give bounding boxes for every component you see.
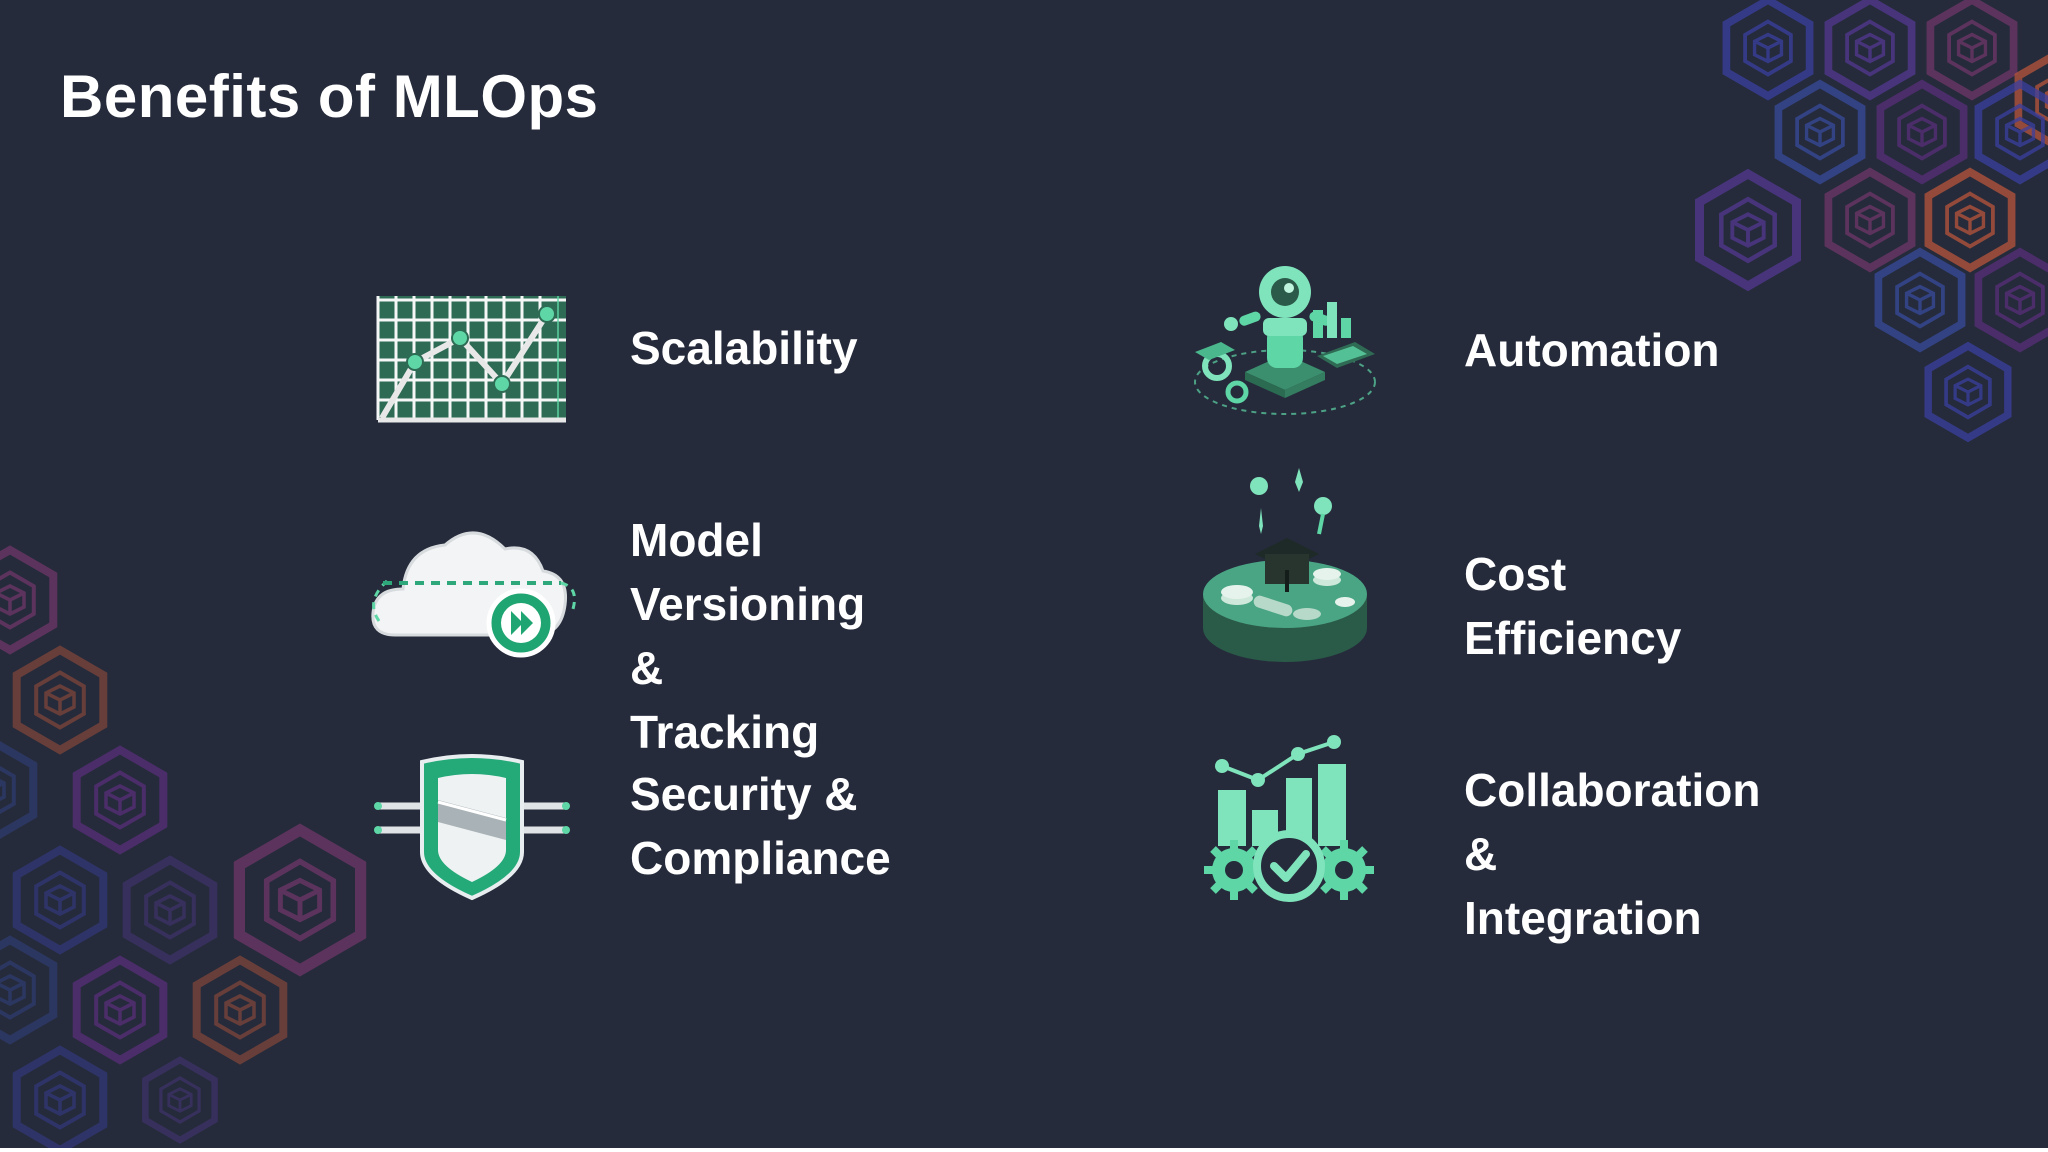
hexagon-decoration <box>1926 0 2018 101</box>
hexagon-decoration <box>1924 341 2012 443</box>
chart-gears-check-icon <box>1204 735 1374 902</box>
hexagon-decoration <box>72 955 168 1065</box>
bottom-border-strip <box>0 1148 2048 1152</box>
hexagon-decoration <box>192 955 288 1065</box>
hexagon-decoration <box>1774 79 1866 185</box>
benefit-label-collaboration: Collaboration & Integration <box>1464 764 1761 944</box>
benefit-label-security: Security & Compliance <box>630 768 891 884</box>
shield-icon <box>374 754 570 901</box>
hexagon-decoration <box>2014 54 2048 146</box>
hexagon-decoration <box>142 1056 218 1144</box>
hexagon-decoration <box>1876 79 1968 185</box>
line-chart-grid-icon <box>376 296 566 423</box>
hexagon-decoration <box>72 745 168 855</box>
hexagon-decoration <box>12 845 108 955</box>
hexagon-decoration <box>122 855 218 965</box>
hexagon-decoration <box>0 935 58 1045</box>
benefit-label-model-versioning: Model Versioning & Tracking <box>630 514 866 758</box>
benefit-label-automation: Automation <box>1464 324 1720 376</box>
hexagon-decoration <box>12 1045 108 1148</box>
hexagon-decoration <box>1824 167 1916 273</box>
hexagon-decoration <box>0 741 38 839</box>
robot-automation-icon <box>1194 266 1376 415</box>
hexagon-decoration <box>233 823 367 977</box>
benefit-label-scalability: Scalability <box>630 322 858 374</box>
page-title: Benefits of MLOps <box>60 63 599 130</box>
hexagon-decoration <box>12 645 108 755</box>
coins-platform-icon <box>1203 468 1367 662</box>
benefit-label-cost-efficiency: Cost Efficiency <box>1464 548 1682 664</box>
hexagon-decoration <box>0 545 58 655</box>
hexagon-decoration <box>1874 247 1966 353</box>
cloud-play-icon <box>371 531 576 658</box>
hexagon-decoration <box>1924 167 2016 273</box>
hexagon-decoration <box>1974 247 2048 353</box>
hexagon-decoration <box>1824 0 1916 101</box>
hexagon-decoration <box>1722 0 1814 101</box>
hexagon-decoration <box>1695 168 1801 292</box>
hexagon-decoration <box>1974 79 2048 185</box>
